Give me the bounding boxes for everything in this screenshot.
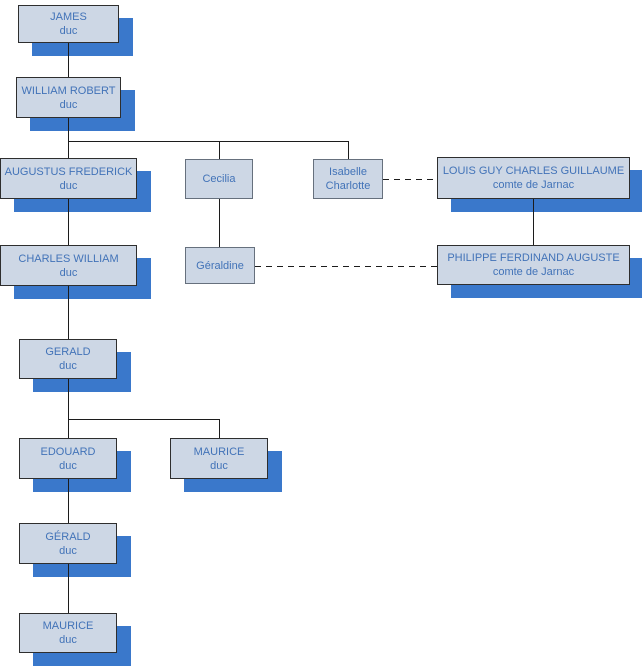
descent-connector-line [219,419,220,438]
tree-node-maurice-2: MAURICE duc [19,613,117,653]
descent-connector-line [219,141,220,159]
node-name: MAURICE [42,620,94,632]
descent-connector-line [68,564,69,613]
node-subtitle: duc [59,25,78,37]
node-name: Isabelle [329,166,367,178]
descent-connector-line [68,286,69,339]
node-name: EDOUARD [40,445,96,458]
descent-connector-line [68,199,69,245]
tree-node-louis-guy: LOUIS GUY CHARLES GUILLAUME comte de Jarn… [437,157,630,199]
marriage-connector-line [383,179,437,180]
node-subtitle: duc [210,459,228,472]
node-name: JAMES [50,11,87,23]
descent-connector-line [68,43,69,77]
node-subtitle: duc [59,266,78,279]
node-subtitle: duc [59,360,77,372]
tree-node-gerald: GERALD duc [19,339,117,379]
node-name: AUGUSTUS FREDERICK [4,165,133,178]
node-subtitle: duc [59,459,77,472]
node-name: MAURICE [193,445,245,458]
node-name: PHILIPPE FERDINAND AUGUSTE [447,252,620,264]
descent-connector-line [68,479,69,523]
descent-connector-line [533,199,534,245]
descent-connector-line [68,419,219,420]
node-name: Géraldine [196,259,244,272]
node-subtitle: duc [59,179,78,192]
node-subtitle: comte de Jarnac [492,179,575,191]
node-name: GERALD [45,346,91,358]
node-name: GÉRALD [45,530,91,543]
node-name: CHARLES WILLIAM [18,252,119,265]
node-name: Cecilia [202,173,236,185]
descent-connector-line [348,141,349,159]
marriage-connector-line [255,266,437,267]
node-subtitle: duc [59,98,78,111]
tree-node-james: JAMES duc [18,5,119,43]
descent-connector-line [68,141,69,158]
tree-node-geraldine: Géraldine [185,247,255,284]
node-subtitle: Charlotte [325,180,371,192]
descent-connector-line [68,419,69,438]
tree-node-philippe-ferdinand: PHILIPPE FERDINAND AUGUSTE comte de Jarna… [437,245,630,285]
node-subtitle: comte de Jarnac [492,266,575,278]
descent-connector-line [68,141,348,142]
node-name: LOUIS GUY CHARLES GUILLAUME [442,165,625,177]
node-subtitle: duc [59,634,77,646]
tree-node-cecilia: Cecilia [185,159,253,199]
node-name: WILLIAM ROBERT [21,84,116,97]
descent-connector-line [219,199,220,247]
descent-connector-line [68,118,69,141]
node-subtitle: duc [59,544,77,557]
descent-connector-line [68,379,69,419]
